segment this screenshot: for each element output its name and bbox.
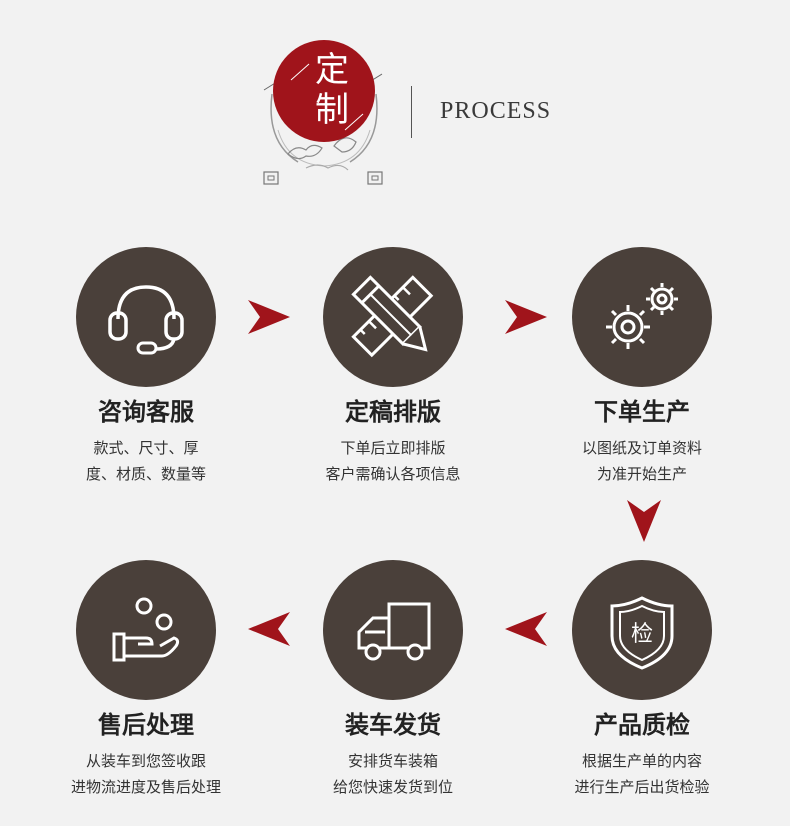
inspection-badge-text: 检	[631, 622, 653, 647]
step-desc-line-1: 以图纸及订单资料	[522, 435, 762, 461]
step-draft: 定稿排版 下单后立即排版 客户需确认各项信息	[273, 247, 513, 487]
step-desc: 款式、尺寸、厚 度、材质、数量等	[26, 435, 266, 487]
step-desc-line-1: 根据生产单的内容	[522, 748, 762, 774]
step-desc-line-1: 从装车到您签收跟	[26, 748, 266, 774]
custom-emblem: 定 制	[258, 34, 388, 194]
step-title: 产品质检	[522, 708, 762, 742]
step-inspection: 检 产品质检 根据生产单的内容 进行生产后出货检验	[522, 560, 762, 800]
arrow-right-icon	[248, 300, 290, 334]
step-desc-line-2: 进物流进度及售后处理	[26, 774, 266, 800]
badge-char-2: 制	[281, 92, 383, 128]
step-title: 下单生产	[522, 395, 762, 429]
arrow-right-icon	[505, 300, 547, 334]
inspection-shield-icon: 检	[572, 560, 712, 700]
step-desc: 以图纸及订单资料 为准开始生产	[522, 435, 762, 487]
headset-icon	[76, 247, 216, 387]
step-desc: 安排货车装箱 给您快速发货到位	[273, 748, 513, 800]
truck-icon	[323, 560, 463, 700]
step-circle: 检	[572, 560, 712, 700]
process-title: PROCESS	[440, 98, 551, 125]
arrow-left-icon	[505, 612, 547, 646]
step-title: 售后处理	[26, 708, 266, 742]
step-circle	[323, 247, 463, 387]
step-desc-line-2: 客户需确认各项信息	[273, 461, 513, 487]
step-desc-line-2: 为准开始生产	[522, 461, 762, 487]
gears-icon	[572, 247, 712, 387]
step-desc-line-2: 进行生产后出货检验	[522, 774, 762, 800]
step-desc-line-2: 给您快速发货到位	[273, 774, 513, 800]
custom-badge: 定 制	[273, 40, 375, 142]
step-desc-line-1: 下单后立即排版	[273, 435, 513, 461]
step-consult: 咨询客服 款式、尺寸、厚 度、材质、数量等	[26, 247, 266, 487]
hand-receive-icon	[76, 560, 216, 700]
step-desc: 从装车到您签收跟 进物流进度及售后处理	[26, 748, 266, 800]
step-circle	[572, 247, 712, 387]
step-circle	[323, 560, 463, 700]
step-desc: 根据生产单的内容 进行生产后出货检验	[522, 748, 762, 800]
step-title: 装车发货	[273, 708, 513, 742]
pencil-ruler-icon	[323, 247, 463, 387]
arrow-left-icon	[248, 612, 290, 646]
step-title: 定稿排版	[273, 395, 513, 429]
step-shipping: 装车发货 安排货车装箱 给您快速发货到位	[273, 560, 513, 800]
step-circle	[76, 560, 216, 700]
step-title: 咨询客服	[26, 395, 266, 429]
step-desc-line-1: 款式、尺寸、厚	[26, 435, 266, 461]
header-divider	[411, 86, 412, 138]
badge-char-1: 定	[281, 52, 383, 88]
step-desc-line-2: 度、材质、数量等	[26, 461, 266, 487]
step-desc-line-1: 安排货车装箱	[273, 748, 513, 774]
step-circle	[76, 247, 216, 387]
step-after-sales: 售后处理 从装车到您签收跟 进物流进度及售后处理	[26, 560, 266, 800]
step-production: 下单生产 以图纸及订单资料 为准开始生产	[522, 247, 762, 487]
step-desc: 下单后立即排版 客户需确认各项信息	[273, 435, 513, 487]
arrow-down-icon	[627, 500, 661, 542]
process-header: 定 制 PROCESS	[0, 0, 790, 200]
